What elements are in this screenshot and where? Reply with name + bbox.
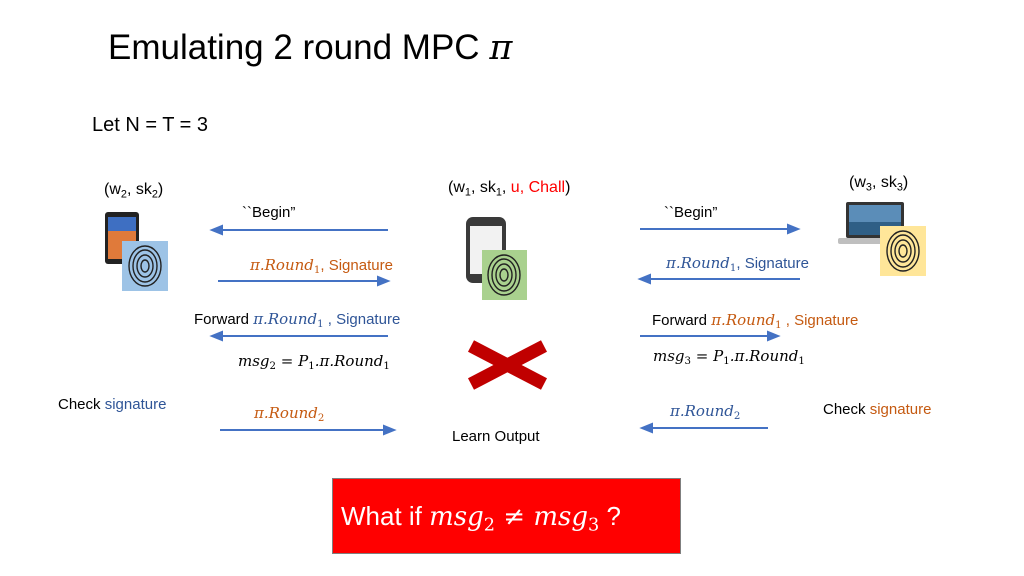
learn-output-label: Learn Output <box>452 428 540 445</box>
fingerprint-icon <box>482 250 527 300</box>
party-label-right: (w3, sk3) <box>849 174 909 194</box>
check-signature-right: Check signature <box>823 401 932 418</box>
round2-right: π.Round2 <box>670 402 741 423</box>
subtitle: Let N = T = 3 <box>92 114 209 136</box>
fingerprint-icon <box>122 241 168 291</box>
begin-label-left: ``Begin” <box>242 204 296 221</box>
question-box: What if msg2 ≠ msg3 ? <box>332 478 681 554</box>
page-title: Emulating 2 round MPC π <box>108 28 512 68</box>
question-text: What if msg2 ≠ msg3 ? <box>341 501 621 536</box>
party-label-center: (w1, sk1, u, Chall) <box>448 179 571 199</box>
title-symbol: π <box>489 28 513 68</box>
forward-right: Forward π.Round1 , Signature <box>652 311 859 332</box>
round2-left: π.Round2 <box>254 404 325 425</box>
laptop-icon <box>838 202 912 244</box>
forward-left: Forward π.Round1 , Signature <box>194 310 401 331</box>
fingerprint-icon <box>880 226 926 276</box>
cross-icon <box>467 340 548 390</box>
begin-label-right: ``Begin” <box>664 204 718 221</box>
round1-signature-right: π.Round1, Signature <box>666 254 809 275</box>
message-arrows <box>209 223 801 436</box>
party-label-left: (w2, sk2) <box>104 181 164 201</box>
check-signature-left: Check signature <box>58 396 167 413</box>
title-text: Emulating 2 round MPC <box>108 28 480 67</box>
round1-signature-left: π.Round1, Signature <box>250 256 393 277</box>
msg3-equation: msg3 = P1.π.Round1 <box>653 347 805 368</box>
msg2-equation: msg2 = P1.π.Round1 <box>238 352 390 373</box>
